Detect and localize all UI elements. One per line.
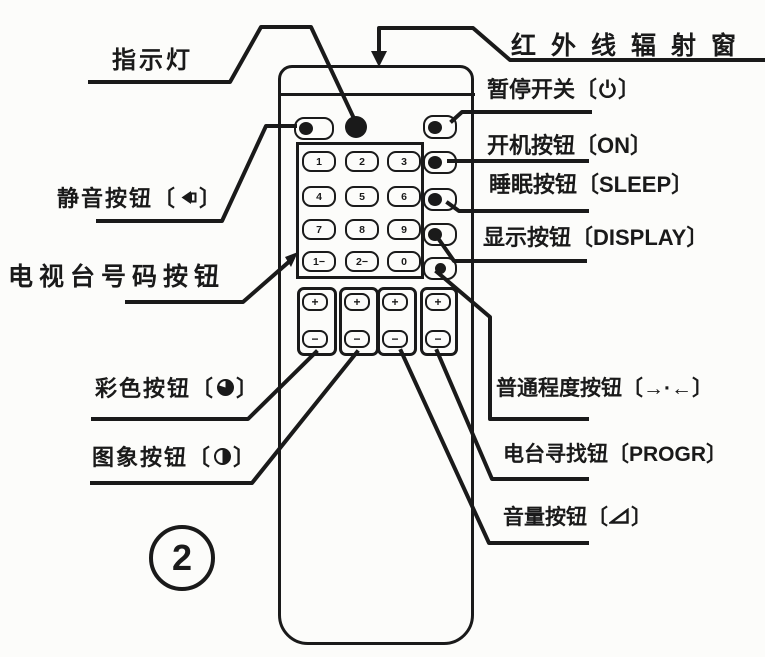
key-4[interactable]: 4 xyxy=(302,186,336,207)
label-text: 指示灯 xyxy=(112,47,193,74)
label-on-button: 开机按钮〔ON〕 xyxy=(487,128,652,160)
picture-minus-button[interactable]: − xyxy=(344,330,370,348)
label-picture-button: 图象按钮〔〕 xyxy=(92,440,257,472)
speaker-icon xyxy=(181,190,197,204)
volume-triangle-icon xyxy=(609,507,629,524)
normal-level-button[interactable] xyxy=(423,257,457,280)
label-text: 普通程度按钮〔→·←〕 xyxy=(496,377,713,400)
label-normal-level-button: 普通程度按钮〔→·←〕 xyxy=(496,372,713,402)
button-cap xyxy=(428,156,442,169)
label-text: 显示按钮〔DISPLAY〕 xyxy=(483,225,709,250)
key-6[interactable]: 6 xyxy=(387,186,421,207)
color-level-icon xyxy=(217,378,235,396)
color-plus-button[interactable]: + xyxy=(302,293,328,311)
key-5[interactable]: 5 xyxy=(345,186,379,207)
label-indicator-light: 指示灯 xyxy=(112,40,193,75)
label-text: 〕 xyxy=(631,506,652,529)
pause-power-button[interactable] xyxy=(423,115,457,139)
label-text: 睡眠按钮〔SLEEP〕 xyxy=(489,172,694,197)
color-rocker: + − xyxy=(297,287,337,356)
label-text: 〕 xyxy=(236,376,261,401)
progr-rocker: + − xyxy=(420,287,458,356)
label-text: 红外线辐射窗 xyxy=(511,32,752,60)
figure-number: 2 xyxy=(171,537,193,578)
label-color-button: 彩色按钮〔〕 xyxy=(95,371,260,403)
label-display-button: 显示按钮〔DISPLAY〕 xyxy=(483,220,708,252)
key-1[interactable]: 1 xyxy=(302,151,336,172)
label-text: 暂停开关〔 xyxy=(487,77,598,102)
mute-button[interactable] xyxy=(294,117,334,140)
sleep-button[interactable] xyxy=(423,188,457,211)
label-channel-number-buttons: 电视台号码按钮 xyxy=(8,257,225,293)
button-cap xyxy=(428,193,442,206)
key-8[interactable]: 8 xyxy=(345,219,379,240)
button-cap xyxy=(428,120,442,134)
picture-rocker: + − xyxy=(339,287,379,356)
label-text: 图象按钮〔 xyxy=(92,445,213,470)
power-icon xyxy=(599,79,616,98)
label-mute-button: 静音按钮〔〕 xyxy=(57,181,223,213)
label-text: 〕 xyxy=(233,445,258,470)
progr-minus-button[interactable]: − xyxy=(425,330,451,348)
label-volume-button: 音量按钮〔〕 xyxy=(503,501,652,531)
label-text: 电台寻找钮〔PROGR〕 xyxy=(503,443,728,466)
picture-level-icon xyxy=(214,447,232,465)
label-sleep-button: 睡眠按钮〔SLEEP〕 xyxy=(489,167,693,199)
progr-plus-button[interactable]: + xyxy=(425,293,451,311)
key-9[interactable]: 9 xyxy=(387,219,421,240)
label-text: 静音按钮〔 xyxy=(57,186,178,211)
label-text: 彩色按钮〔 xyxy=(95,376,216,401)
picture-plus-button[interactable]: + xyxy=(344,293,370,311)
label-text: 音量按钮〔 xyxy=(503,506,608,529)
ir-window-band xyxy=(278,93,475,96)
label-ir-window: 红外线辐射窗 xyxy=(511,26,751,62)
figure-number-badge: 2 xyxy=(149,525,215,591)
display-button[interactable] xyxy=(423,223,457,246)
key-7[interactable]: 7 xyxy=(302,219,336,240)
volume-plus-button[interactable]: + xyxy=(382,293,408,311)
button-cap xyxy=(428,228,442,241)
label-progr-button: 电台寻找钮〔PROGR〕 xyxy=(503,438,727,468)
label-text: 〕 xyxy=(618,77,641,102)
indicator-light xyxy=(345,116,367,138)
volume-minus-button[interactable]: − xyxy=(382,330,408,348)
button-cap xyxy=(299,122,313,135)
color-minus-button[interactable]: − xyxy=(302,330,328,348)
key-2-minus[interactable]: 2− xyxy=(345,251,379,272)
volume-rocker: + − xyxy=(377,287,417,356)
label-pause-switch: 暂停开关〔〕 xyxy=(487,72,640,104)
key-1-minus[interactable]: 1− xyxy=(302,251,336,272)
label-text: 开机按钮〔ON〕 xyxy=(487,133,653,158)
button-cap xyxy=(434,263,446,274)
label-text: 〕 xyxy=(199,186,224,211)
key-2[interactable]: 2 xyxy=(345,151,379,172)
key-0[interactable]: 0 xyxy=(387,251,421,272)
on-button[interactable] xyxy=(423,151,457,174)
label-text: 电视台号码按钮 xyxy=(8,263,226,291)
key-3[interactable]: 3 xyxy=(387,151,421,172)
